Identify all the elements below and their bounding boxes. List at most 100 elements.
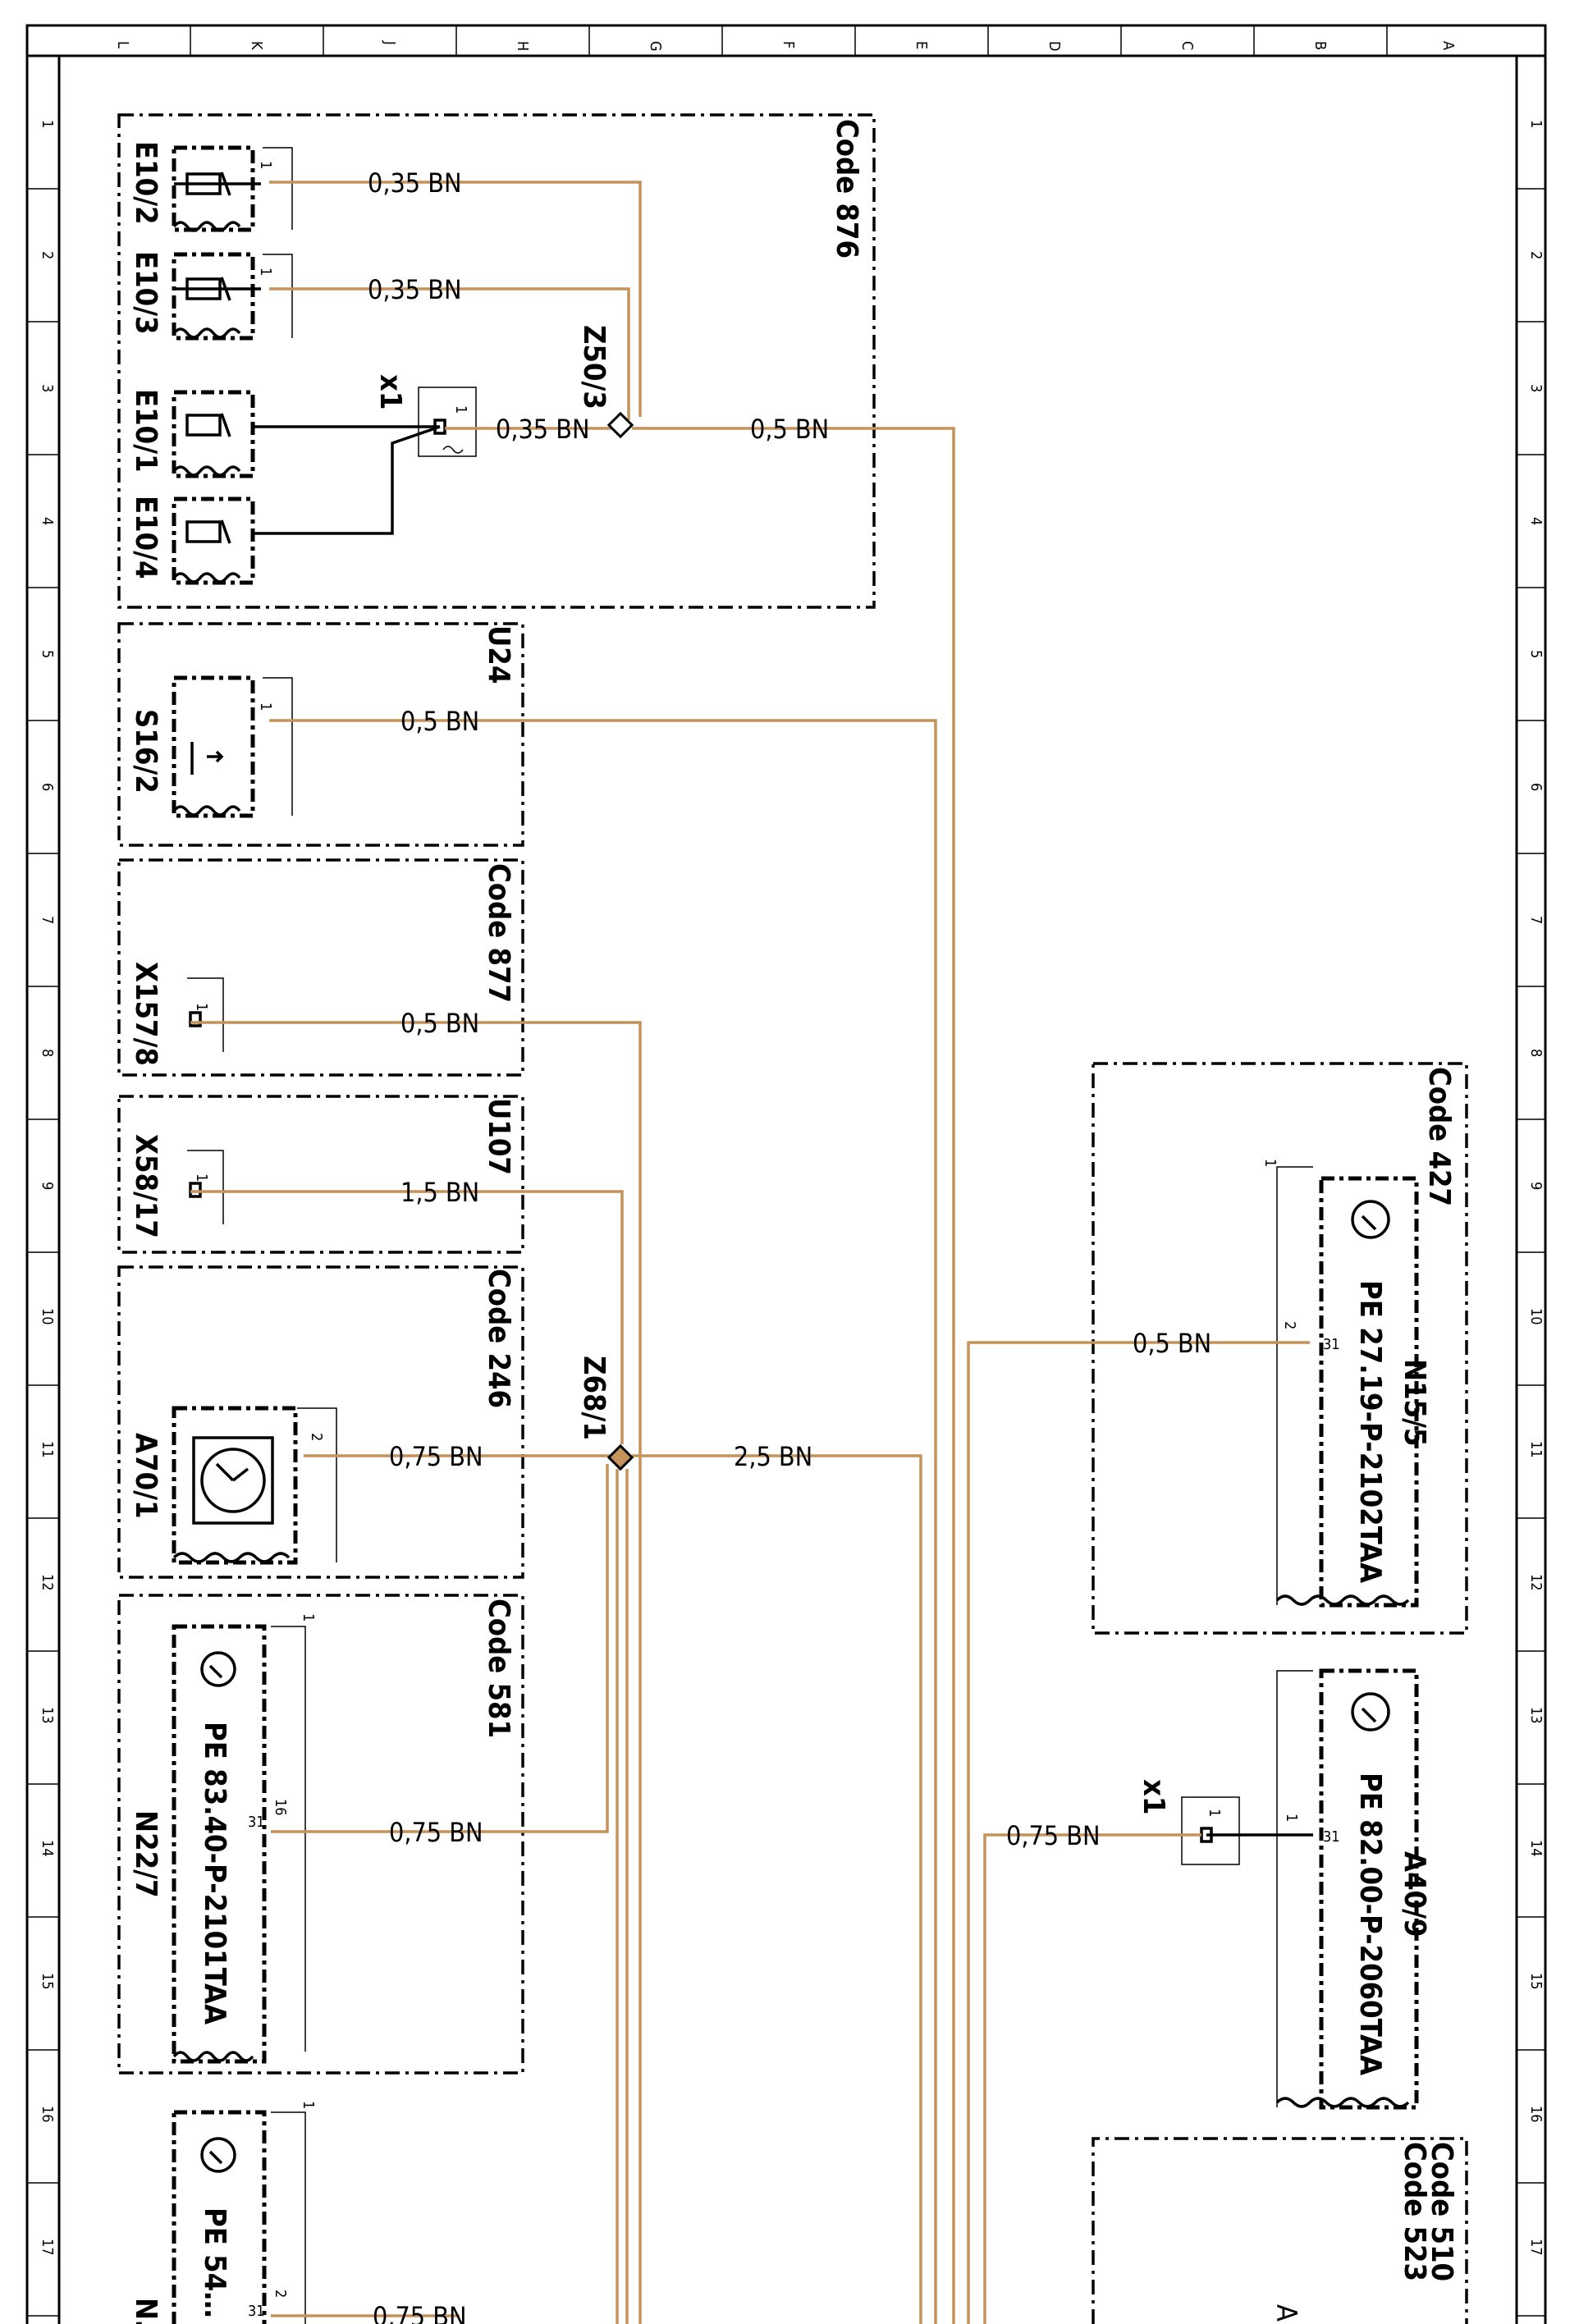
grid-row-label: 14: [39, 1840, 56, 1857]
pin-number: 2: [272, 2290, 289, 2298]
connector-icon: [187, 977, 224, 1052]
grid-row-label: 15: [39, 1973, 56, 1990]
pin-number: 1: [300, 1613, 317, 1622]
component-id: E10/3: [129, 251, 162, 335]
grid-row-label: 15: [1527, 1973, 1545, 1990]
box-label: Code 876: [830, 119, 863, 258]
connector-label: x1: [373, 374, 407, 409]
wire-label: 0,5 BN: [400, 706, 479, 737]
row-dividers: [27, 188, 1545, 2317]
column-dividers: [190, 25, 1388, 56]
grid-col-label: F: [780, 41, 797, 48]
pin-number: 1: [257, 702, 274, 711]
grid-col-label: E: [913, 41, 930, 49]
row-labels: 1 1 2 2 3 3 4 4 5 5 6 6 7 7 8 8 9 9 10 1…: [39, 120, 1545, 2256]
grid-row-label: 17: [39, 2239, 56, 2256]
wire-label: 0,75 BN: [389, 1817, 483, 1848]
splice-icon: [606, 1443, 634, 1471]
grid-row-label: 13: [39, 1707, 56, 1724]
box-label: Code 523: [1398, 2142, 1431, 2281]
wire-label: 0,35 BN: [368, 274, 462, 305]
component-id: N22/7: [129, 1810, 162, 1898]
grid-row-label: 9: [1527, 1182, 1545, 1190]
component-id: E10/4: [129, 496, 162, 579]
grid-row-label: 13: [1527, 1707, 1545, 1724]
grid-row-label: 1: [1527, 120, 1545, 128]
pin-number: 31: [1323, 1828, 1340, 1846]
component-id: A40/9: [1398, 1851, 1431, 1937]
grid-col-label: J: [381, 40, 398, 45]
grid-row-label: 2: [39, 251, 56, 259]
box-label: Code 246: [482, 1269, 515, 1408]
grid-col-label: C: [1179, 41, 1196, 50]
connector-icon: [187, 1150, 224, 1224]
clock-icon: [172, 1406, 337, 1565]
grid-row-label: 11: [1527, 1441, 1545, 1458]
grid-row-label: 17: [1527, 2239, 1545, 2256]
component-id: A70/1: [129, 1433, 162, 1519]
pin-number: 1: [1283, 1814, 1300, 1822]
pin-number: 1: [1261, 1159, 1279, 1167]
grid-row-label: 11: [39, 1441, 56, 1458]
grid-row-label: 2: [1527, 251, 1545, 259]
box-label: U107: [482, 1098, 515, 1175]
lamp-icon: [172, 252, 293, 341]
grid-row-label: 10: [39, 1308, 56, 1325]
code-box: [117, 1265, 524, 1579]
code-box: [117, 858, 524, 1077]
code-box: [117, 1095, 524, 1254]
pin-number: 1: [257, 161, 274, 169]
grid-row-label: 7: [1527, 916, 1545, 924]
pin-number: 31: [248, 2303, 265, 2320]
splice-label: Z50/3: [577, 325, 611, 409]
splice-label: Z68/1: [577, 1356, 611, 1440]
pin-number: 2: [1281, 1321, 1298, 1329]
grid-row-label: 16: [39, 2106, 56, 2123]
wire-label: 0,35 BN: [368, 167, 462, 199]
pin-number: 1: [1206, 1809, 1223, 1817]
grid-col-label: G: [647, 41, 664, 52]
grid-col-label: H: [514, 41, 531, 51]
component-id: N…: [129, 2298, 162, 2324]
switch-icon: [172, 675, 293, 818]
grid-row-label: 12: [39, 1574, 56, 1591]
component-id: E10/2: [129, 141, 162, 225]
box-label: Code 427: [1422, 1067, 1456, 1206]
code-box: [117, 113, 876, 609]
wire-label: 0,75 BN: [1006, 1820, 1101, 1851]
connector-icon: [418, 387, 477, 457]
pin-labels: 1 1 1 1 1 1 1 2 1 16 31 2 31 1 31 1 2 31…: [193, 161, 1340, 2320]
grid-row-label: 9: [39, 1182, 56, 1190]
code-box: [117, 1594, 524, 2075]
pin-number: 1: [193, 1003, 210, 1011]
grid-row-label: 3: [39, 384, 56, 392]
box-label: U24: [482, 625, 515, 684]
pin-number: 1: [193, 1173, 210, 1182]
component-id: X157/8: [129, 962, 162, 1066]
control-unit-icon: [1275, 1166, 1419, 1608]
column-labels: L K J H G F E D C B A: [114, 40, 1457, 52]
grid-col-label: D: [1046, 41, 1063, 51]
grid-row-label: 16: [1527, 2106, 1545, 2123]
code-box: [117, 622, 524, 847]
box-label: Code 510: [1425, 2142, 1458, 2281]
grid-row-label: 5: [39, 650, 56, 658]
grid-row-label: 7: [39, 916, 56, 924]
component-id: N15/5: [1398, 1359, 1431, 1447]
grid-col-label: K: [248, 41, 265, 50]
grid-row-label: 4: [1527, 517, 1545, 525]
connector-icon: [1181, 1796, 1240, 1865]
component-id: S16/2: [129, 709, 162, 794]
pin-number: 1: [452, 405, 469, 414]
code-box: [1092, 2137, 1468, 2324]
pe-reference: PE 54…: [198, 2207, 231, 2318]
wire-label: 0,5 BN: [1133, 1328, 1211, 1359]
grid-row-label: 12: [1527, 1574, 1545, 1591]
lamp-icon: [172, 145, 293, 232]
cutoff-label: A: [1270, 2304, 1302, 2322]
outer-frame: [25, 24, 1547, 2324]
control-unit-icon: [1275, 1668, 1419, 2110]
connector-label: x1: [1137, 1779, 1170, 1814]
wire-label: 0,35 BN: [496, 414, 590, 445]
